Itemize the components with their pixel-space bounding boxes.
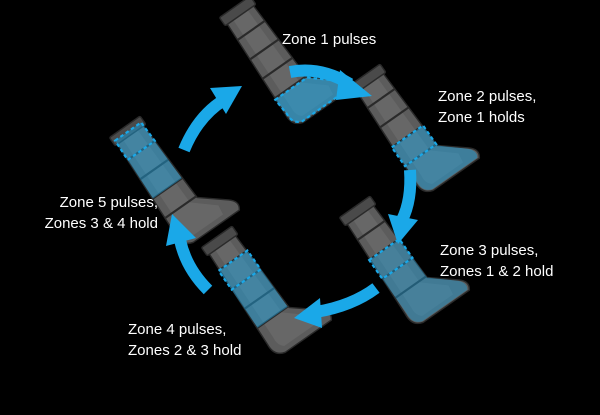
boot-step-4 xyxy=(199,207,335,360)
step-1-line-1: Zone 1 pulses xyxy=(282,31,377,48)
cycle-arrows xyxy=(166,64,418,328)
step-4-line-1: Zone 4 pulses, xyxy=(128,321,227,338)
zone-highlight-5 xyxy=(113,120,182,199)
arrow-4-to-5 xyxy=(166,214,213,295)
step-3-line-1: Zone 3 pulses, xyxy=(440,242,539,259)
boot-step-1 xyxy=(217,0,353,130)
step-3-label: Zone 3 pulses, Zones 1 & 2 hold xyxy=(440,240,553,282)
zone-highlight-4 xyxy=(217,248,288,328)
step-3-line-2: Zones 1 & 2 hold xyxy=(440,263,554,280)
step-2-label: Zone 2 pulses, Zone 1 holds xyxy=(438,86,536,128)
boot-step-3 xyxy=(337,177,473,330)
step-5-label: Zone 5 pulses, Zones 3 & 4 hold xyxy=(32,192,158,234)
arrow-2-to-3 xyxy=(388,169,418,244)
step-5-line-2: Zones 3 & 4 hold xyxy=(44,215,158,232)
step-1-label: Zone 1 pulses xyxy=(282,29,376,50)
step-5-line-1: Zone 5 pulses, xyxy=(59,194,158,211)
step-4-label: Zone 4 pulses, Zones 2 & 3 hold xyxy=(128,319,241,361)
arrow-5-to-1 xyxy=(178,86,242,153)
zone-highlight-3 xyxy=(367,237,468,322)
step-4-line-2: Zones 2 & 3 hold xyxy=(128,342,242,359)
step-2-line-2: Zone 1 holds xyxy=(438,109,525,126)
arrow-3-to-4 xyxy=(294,283,380,328)
boot-step-5 xyxy=(107,97,243,250)
arrow-1-to-2 xyxy=(288,64,372,100)
step-2-line-1: Zone 2 pulses, xyxy=(438,88,537,105)
